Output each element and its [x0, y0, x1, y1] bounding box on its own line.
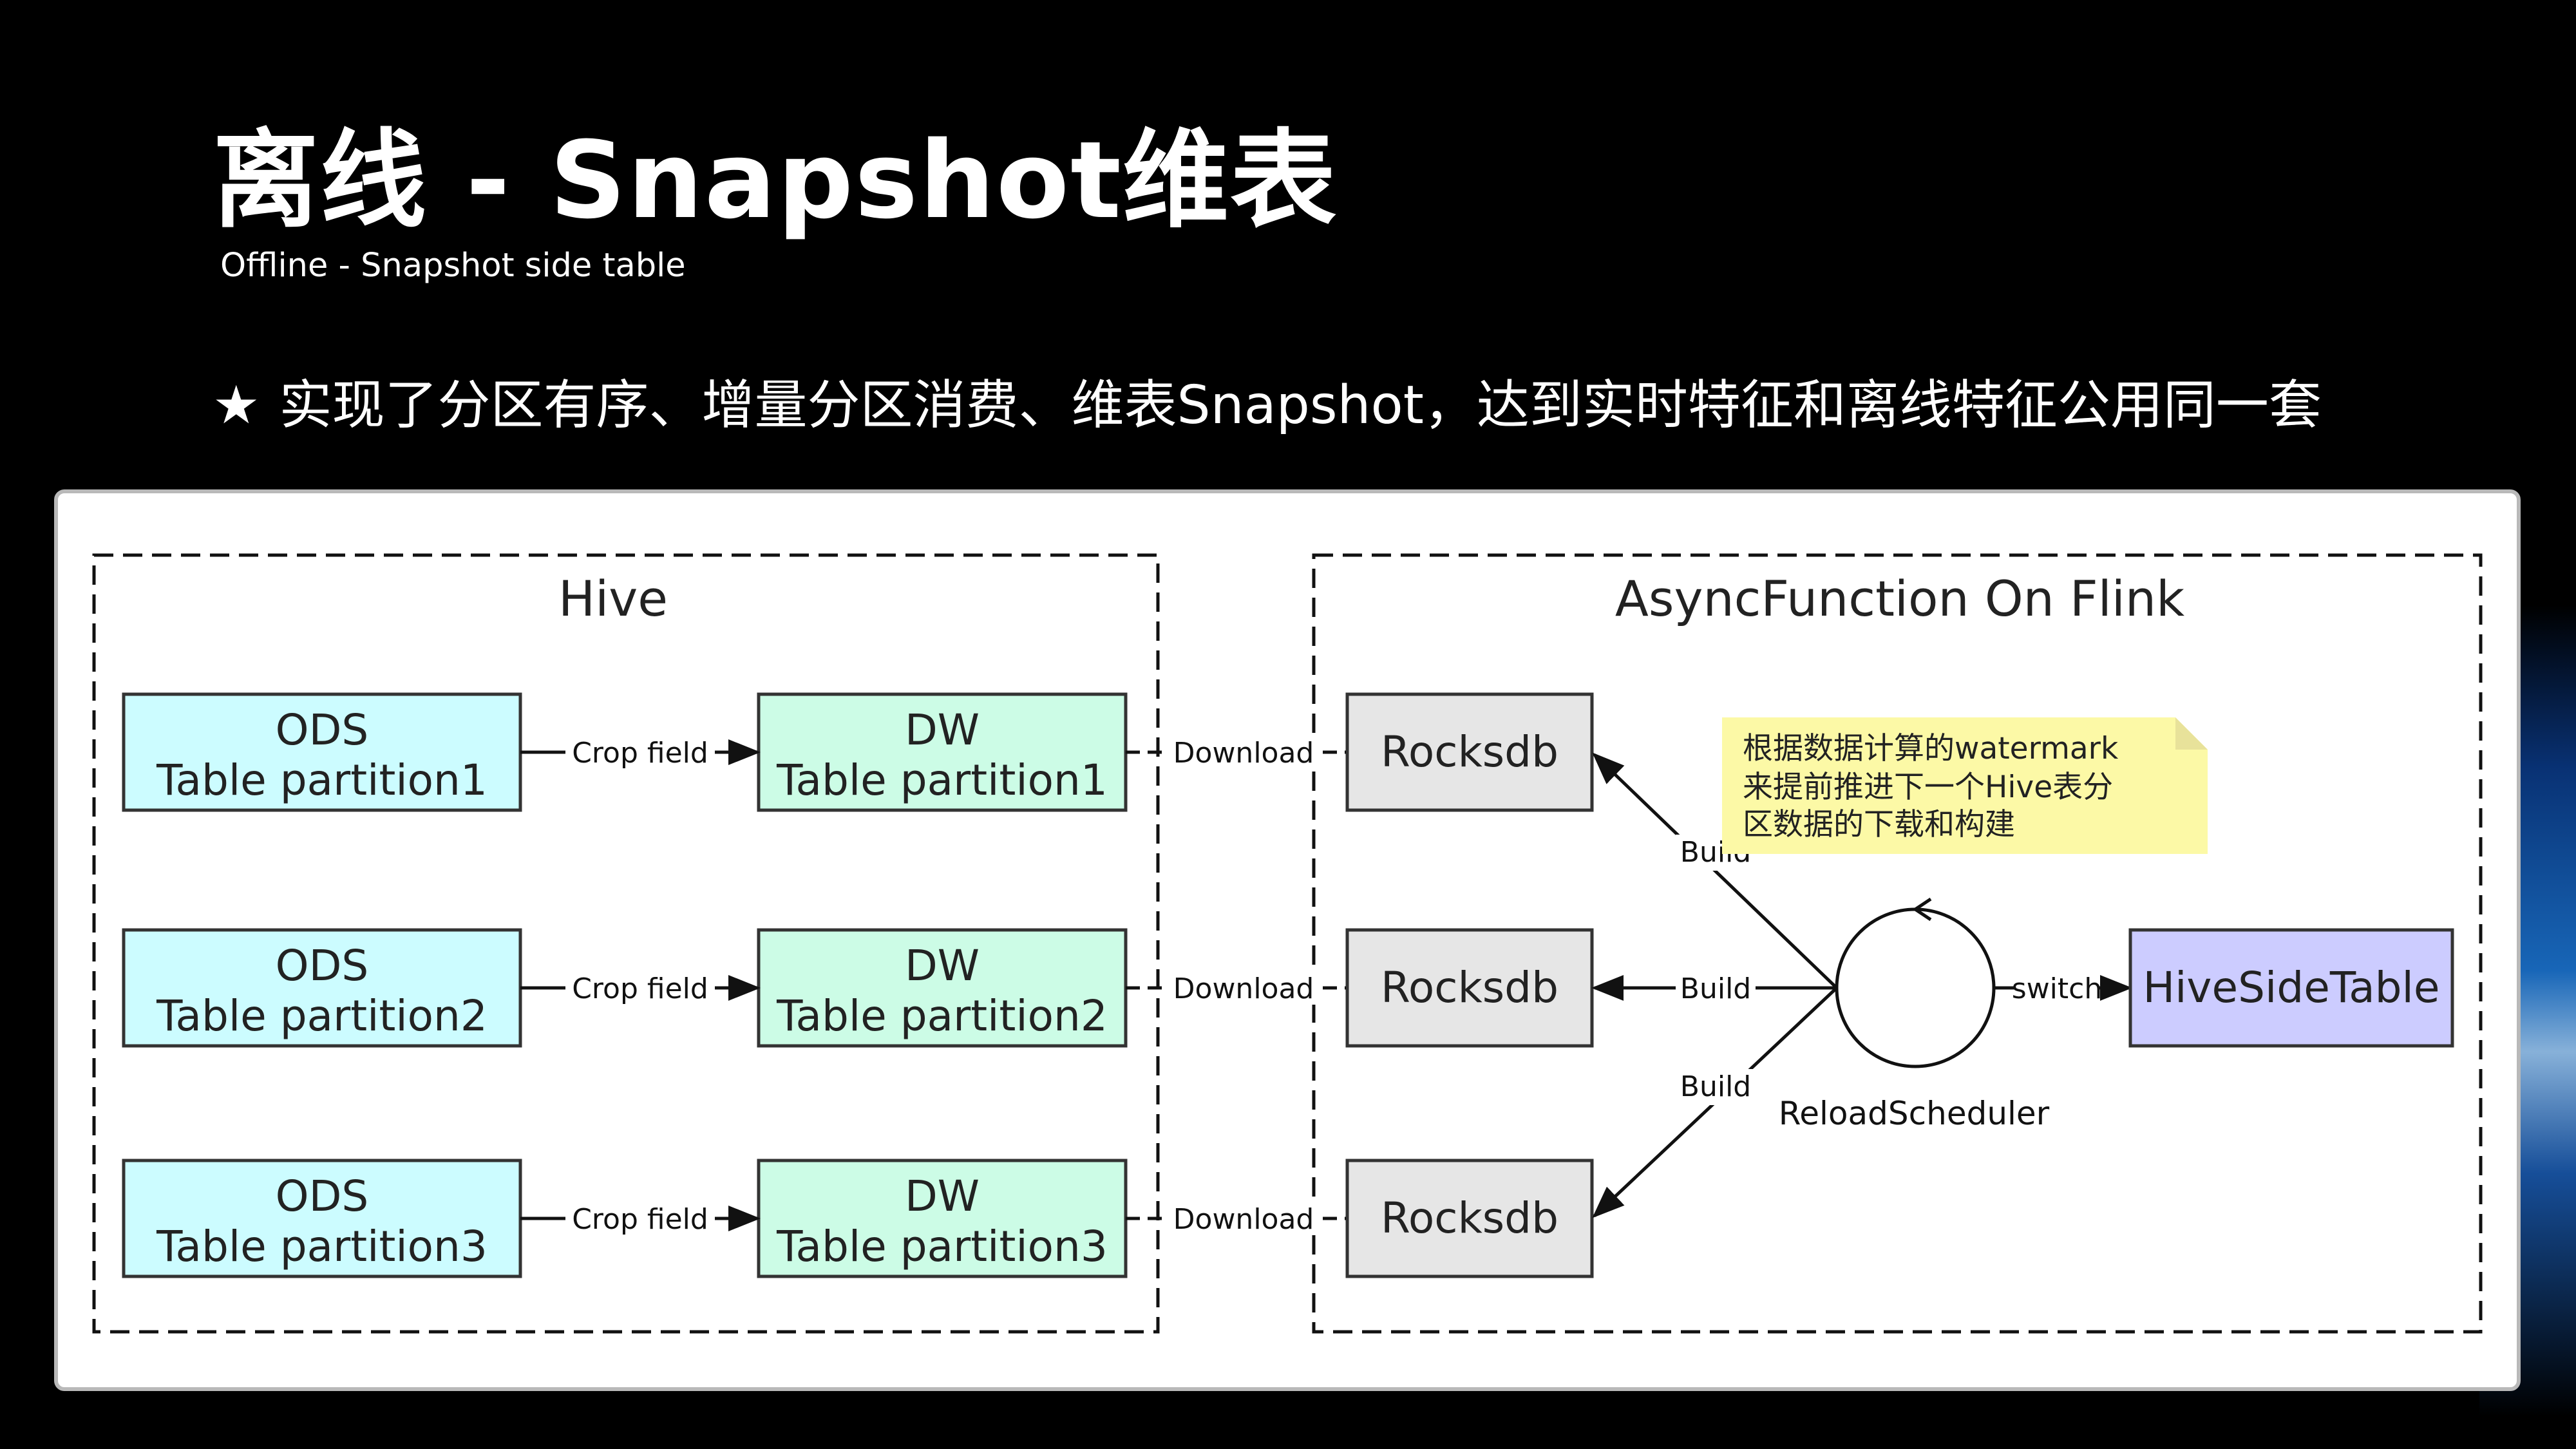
- diagram-panel: Hive AsyncFunction On Flink ODS Table pa…: [54, 489, 2521, 1391]
- build-edge-2: Build: [1591, 970, 1837, 1006]
- download-edge-2: Download: [1126, 971, 1346, 1005]
- ods-node-2: ODS Table partition2: [122, 928, 522, 1048]
- note-line: 来提前推进下一个Hive表分: [1743, 770, 2113, 805]
- crop-field-edge-1: Crop field: [520, 734, 761, 770]
- dw-node-2: DW Table partition2: [757, 928, 1128, 1048]
- architecture-diagram: Hive AsyncFunction On Flink ODS Table pa…: [92, 553, 2483, 1334]
- crop-field-label: Crop field: [572, 1203, 708, 1236]
- dw-node-sublabel: Table partition2: [776, 991, 1108, 1041]
- hive-group: [92, 553, 1160, 1334]
- rocksdb-node-label: Rocksdb: [1381, 963, 1558, 1012]
- hive-side-table-label: HiveSideTable: [2143, 963, 2439, 1012]
- switch-label: switch: [2012, 972, 2102, 1005]
- star-icon: ★: [213, 375, 260, 436]
- dw-node-3: DW Table partition3: [757, 1159, 1128, 1278]
- dw-node-1: DW Table partition1: [757, 692, 1128, 812]
- build-label: Build: [1680, 1070, 1751, 1103]
- download-edge-1: Download: [1126, 735, 1346, 770]
- ods-node-label: ODS: [276, 705, 369, 755]
- flink-group: [1312, 553, 2483, 1334]
- note-line: 根据数据计算的watermark: [1743, 731, 2119, 766]
- rocksdb-node-1: Rocksdb: [1345, 692, 1594, 812]
- switch-edge: switch: [1994, 972, 2132, 1005]
- ods-node-1: ODS Table partition1: [122, 692, 522, 812]
- ods-node-sublabel: Table partition2: [156, 991, 488, 1041]
- crop-field-edge-3: Crop field: [520, 1200, 761, 1236]
- crop-field-label: Crop field: [572, 737, 708, 770]
- rocksdb-node-label: Rocksdb: [1381, 727, 1558, 777]
- page-title: 离线 - Snapshot维表: [213, 118, 1338, 242]
- crop-field-edge-2: Crop field: [520, 970, 761, 1006]
- download-label: Download: [1173, 1203, 1314, 1236]
- note-line: 区数据的下载和构建: [1743, 807, 2015, 842]
- hive-group-title: Hive: [558, 570, 668, 627]
- hive-side-table-node: HiveSideTable: [2128, 928, 2454, 1048]
- ods-node-sublabel: Table partition3: [156, 1222, 488, 1271]
- download-edge-3: Download: [1126, 1202, 1346, 1236]
- ods-node-3: ODS Table partition3: [122, 1159, 522, 1278]
- bullet-point: ★ 实现了分区有序、增量分区消费、维表Snapshot，达到实时特征和离线特征公用…: [213, 367, 2322, 444]
- rocksdb-node-3: Rocksdb: [1345, 1159, 1594, 1278]
- flink-group-title: AsyncFunction On Flink: [1615, 570, 2184, 627]
- dw-node-sublabel: Table partition1: [776, 755, 1108, 805]
- ods-node-sublabel: Table partition1: [156, 755, 488, 805]
- bullet-text: 实现了分区有序、增量分区消费、维表Snapshot，达到实时特征和离线特征公用同…: [279, 375, 2322, 436]
- reload-cycle-icon: [1835, 907, 1996, 1068]
- download-label: Download: [1173, 737, 1314, 770]
- dw-node-label: DW: [905, 705, 980, 755]
- watermark-note: 根据数据计算的watermark 来提前推进下一个Hive表分 区数据的下载和构…: [1722, 717, 2208, 854]
- reload-scheduler-node: ReloadScheduler: [1779, 897, 2050, 1132]
- dw-node-label: DW: [905, 941, 980, 990]
- dw-node-label: DW: [905, 1171, 980, 1221]
- build-label: Build: [1680, 972, 1751, 1005]
- download-label: Download: [1173, 972, 1314, 1005]
- cycle-arrowhead-icon: [1914, 897, 1932, 922]
- rocksdb-node-2: Rocksdb: [1345, 928, 1594, 1048]
- page-subtitle: Offline - Snapshot side table: [220, 247, 686, 285]
- crop-field-label: Crop field: [572, 972, 708, 1005]
- rocksdb-node-label: Rocksdb: [1381, 1193, 1558, 1243]
- reload-scheduler-label: ReloadScheduler: [1779, 1095, 2050, 1132]
- build-edge-3: Build: [1592, 987, 1838, 1218]
- dw-node-sublabel: Table partition3: [776, 1222, 1108, 1271]
- ods-node-label: ODS: [276, 941, 369, 990]
- ods-node-label: ODS: [276, 1171, 369, 1221]
